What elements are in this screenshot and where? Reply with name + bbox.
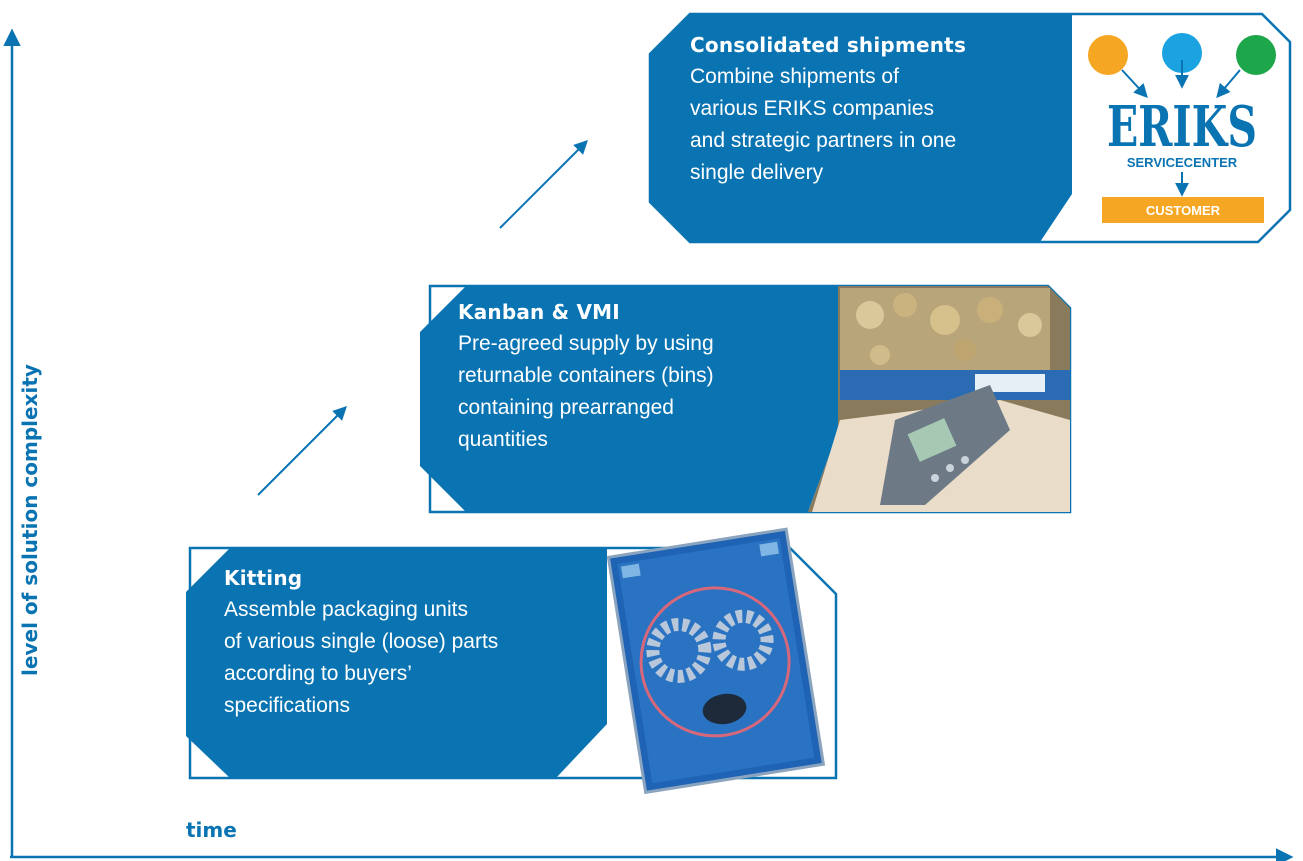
- step-kanban: [420, 284, 1072, 514]
- kanban-text: Kanban & VMI Pre-agreed supply by using …: [458, 300, 714, 456]
- consolidated-line-1: Combine shipments of: [690, 65, 899, 88]
- kanban-bins-image: [808, 286, 1070, 512]
- y-axis-label: level of solution complexity: [18, 364, 42, 676]
- supplier-dot-green: [1236, 35, 1276, 75]
- kitting-line-2: of various single (loose) parts: [224, 630, 499, 653]
- axes: [3, 28, 1294, 861]
- kitting-line-4: specifications: [224, 694, 351, 717]
- kanban-title: Kanban & VMI: [458, 300, 620, 324]
- kanban-line-2: returnable containers (bins): [458, 364, 714, 387]
- arrow-kanban-to-consolidated: [499, 140, 588, 229]
- kitting-title: Kitting: [224, 566, 303, 590]
- customer-badge: [1102, 197, 1264, 223]
- step-consolidated: [648, 12, 1292, 244]
- consolidated-blue-panel: [650, 14, 1072, 242]
- consolidated-line-4: single delivery: [690, 161, 824, 184]
- kitting-blue-panel: [186, 548, 607, 778]
- kanban-blue-panel: [420, 286, 838, 512]
- consolidated-line-2: various ERIKS companies: [690, 97, 934, 120]
- step-kitting: [186, 527, 838, 795]
- customer-label: CUSTOMER: [1146, 203, 1221, 218]
- arrow-kitting-to-kanban: [257, 406, 347, 496]
- kanban-line-4: quantities: [458, 428, 548, 451]
- eriks-brand: ERIKS: [1107, 94, 1257, 160]
- consolidated-line-3: and strategic partners in one: [690, 129, 957, 152]
- kanban-line-1: Pre-agreed supply by using: [458, 332, 714, 355]
- kanban-line-3: containing prearranged: [458, 396, 674, 419]
- eriks-logo: ERIKS SERVICECENTER CUSTOMER: [1088, 33, 1276, 223]
- supplier-dot-blue: [1162, 33, 1202, 73]
- kitting-line-3: according to buyers’: [224, 662, 412, 685]
- supplier-dot-orange: [1088, 35, 1128, 75]
- kitting-text: Kitting Assemble packaging units of vari…: [224, 566, 498, 722]
- servicecenter-label: SERVICECENTER: [1127, 155, 1238, 170]
- kitting-line-1: Assemble packaging units: [224, 598, 468, 621]
- consolidated-text: Consolidated shipments Combine shipments…: [690, 33, 966, 189]
- consolidated-title: Consolidated shipments: [690, 33, 967, 57]
- x-axis-label: time: [186, 818, 237, 842]
- progression-arrows: [257, 140, 588, 496]
- kit-package-image: [606, 527, 826, 795]
